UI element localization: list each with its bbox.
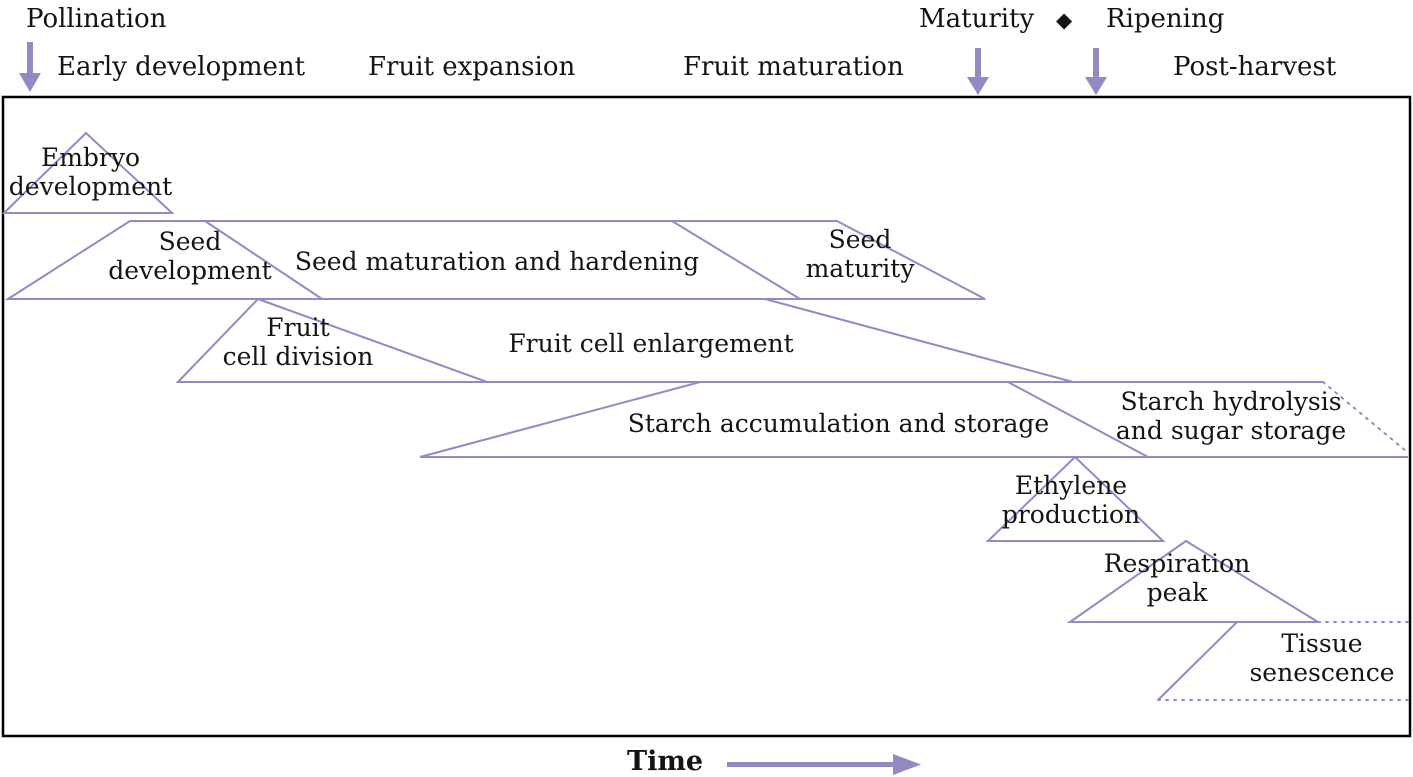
tissue-senescence-edge (1157, 621, 1238, 701)
starch-hydrolysis-divider (1007, 381, 1149, 458)
seed-maturity-divider (671, 220, 801, 300)
stage-label-ripening: Ripening (1106, 4, 1225, 34)
stage-label-post-harvest: Post-harvest (1173, 52, 1337, 82)
maturity-arrow-icon (967, 48, 989, 95)
stage-label-early-development: Early development (57, 52, 306, 82)
stage-label-fruit-expansion: Fruit expansion (368, 52, 576, 82)
band-label-ethylene-production: Ethylene production (1001, 471, 1141, 529)
band-label-fruit-cell-enlargement: Fruit cell enlargement (508, 329, 794, 358)
starch-band-top-edge (419, 381, 1323, 458)
stage-label-pollination: Pollination (26, 4, 167, 34)
pollination-arrow-icon (19, 42, 41, 92)
fruit-cell-division-divider (257, 298, 488, 383)
band-label-respiration-peak: Respiration peak (1103, 549, 1251, 607)
band-label-seed-maturity: Seed maturity (805, 225, 915, 283)
time-arrow-icon (727, 754, 921, 775)
band-label-seed-development: Seed development (108, 227, 272, 285)
time-axis-label: Time (627, 746, 704, 777)
band-label-tissue-senescence: Tissue senescence (1249, 629, 1395, 687)
diamond-icon: ◆ (1056, 8, 1073, 32)
chart-frame (1, 95, 1412, 738)
ethylene-production-shape (985, 455, 1166, 542)
embryo-development-shape (1, 131, 175, 214)
band-label-starch-accumulation: Starch accumulation and storage (627, 409, 1050, 438)
band-label-embryo-development: Embryo development (8, 143, 173, 201)
ripening-arrow-icon (1085, 48, 1107, 95)
band-label-starch-hydrolysis: Starch hydrolysis and sugar storage (1115, 387, 1347, 445)
band-label-seed-maturation: Seed maturation and hardening (294, 247, 700, 276)
band-label-fruit-cell-division: Fruit cell division (222, 313, 374, 371)
starch-band-dotted-edge (1322, 381, 1407, 452)
stage-label-maturity: Maturity (919, 4, 1035, 34)
stage-label-fruit-maturation: Fruit maturation (683, 52, 904, 82)
seed-development-divider (204, 220, 323, 300)
respiration-peak-shape (1066, 539, 1322, 623)
